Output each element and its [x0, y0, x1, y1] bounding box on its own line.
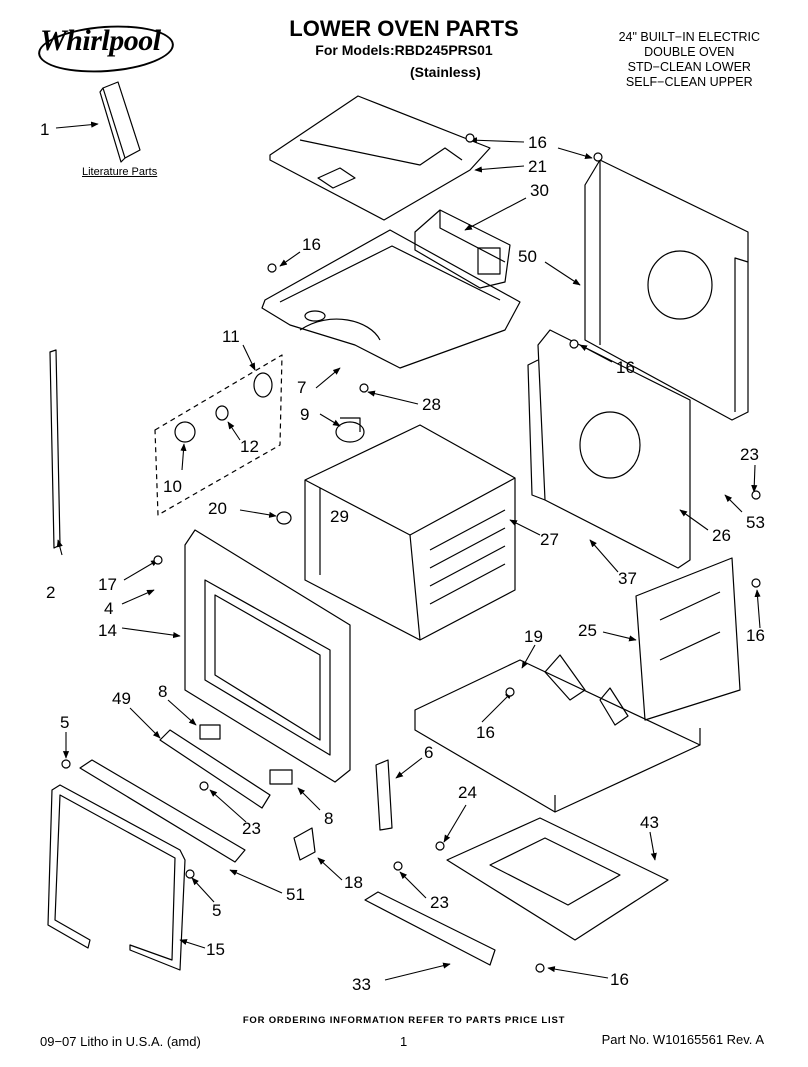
callout-numbers: 1 16 21 30 16 50 11 7 16 28 9 12 10 23 2… [40, 120, 765, 994]
callout-16: 16 [746, 626, 765, 645]
callout-12: 12 [240, 437, 259, 456]
callout-7: 7 [297, 378, 306, 397]
part-bottom-trim [79, 759, 246, 863]
page-title: LOWER OVEN PARTS [289, 16, 519, 41]
model-numbers: For Models:RBD245PRS01 [315, 42, 493, 58]
callout-17: 17 [98, 575, 117, 594]
callout-21: 21 [528, 157, 547, 176]
callout-50: 50 [518, 247, 537, 266]
callout-10: 10 [163, 477, 182, 496]
callout-19: 19 [524, 627, 543, 646]
callout-16: 16 [302, 235, 321, 254]
part-oven-cavity [304, 424, 516, 641]
part-clip [293, 827, 316, 861]
callout-23: 23 [740, 445, 759, 464]
description-line: STD−CLEAN LOWER [627, 60, 751, 74]
part-kick-plate [364, 891, 496, 966]
part-front-frame [184, 529, 351, 783]
callout-37: 37 [618, 569, 637, 588]
callout-16: 16 [616, 358, 635, 377]
callout-33: 33 [352, 975, 371, 994]
brand-logo: Whirlpool [40, 24, 161, 57]
callout-43: 43 [640, 813, 659, 832]
callout-5: 5 [212, 901, 221, 920]
callout-16: 16 [610, 970, 629, 989]
ordering-note: FOR ORDERING INFORMATION REFER TO PARTS … [242, 1015, 566, 1026]
callout-53: 53 [746, 513, 765, 532]
callout-8: 8 [158, 682, 167, 701]
part-number: Part No. W10165561 Rev. A [601, 1032, 764, 1047]
part-side-bracket [375, 759, 393, 831]
callout-30: 30 [530, 181, 549, 200]
part-door-gasket [47, 784, 186, 971]
part-element-fan [335, 417, 365, 443]
product-description: 24" BUILT−IN ELECTRIC DOUBLE OVEN STD−CL… [619, 30, 760, 90]
callout-leaders [55, 121, 761, 981]
part-oven-top-panel [261, 229, 521, 369]
callout-14: 14 [98, 621, 117, 640]
callout-26: 26 [712, 526, 731, 545]
part-plug [276, 511, 292, 525]
page-number: 1 [400, 1034, 408, 1049]
callout-27: 27 [540, 530, 559, 549]
callout-16: 16 [476, 723, 495, 742]
callout-2: 2 [46, 583, 55, 602]
description-line: 24" BUILT−IN ELECTRIC [618, 30, 760, 44]
callout-24: 24 [458, 783, 477, 802]
callout-49: 49 [112, 689, 131, 708]
litho-note: 09−07 Litho in U.S.A. (amd) [40, 1034, 201, 1049]
callout-4: 4 [104, 599, 113, 618]
callout-6: 6 [424, 743, 433, 762]
part-brackets [159, 724, 293, 809]
callout-16: 16 [528, 133, 547, 152]
callout-18: 18 [344, 873, 363, 892]
part-rear-side-panel [635, 557, 741, 721]
part-screws [61, 133, 761, 973]
part-oven-base [446, 817, 669, 941]
callout-5: 5 [60, 713, 69, 732]
description-line: DOUBLE OVEN [644, 45, 735, 59]
callout-8: 8 [324, 809, 333, 828]
callout-23: 23 [430, 893, 449, 912]
callout-15: 15 [206, 940, 225, 959]
part-top-cover [269, 95, 491, 221]
callout-29: 29 [330, 507, 349, 526]
callout-1: 1 [40, 120, 49, 139]
part-control-group [154, 354, 283, 516]
part-right-side-panel [584, 159, 749, 421]
model-variant: (Stainless) [410, 64, 481, 80]
callout-23: 23 [242, 819, 261, 838]
callout-20: 20 [208, 499, 227, 518]
part-back-panel [527, 329, 691, 569]
literature-parts-label: Literature Parts [82, 166, 158, 178]
callout-25: 25 [578, 621, 597, 640]
part-terminal-block [414, 209, 511, 289]
part-literature-booklet [99, 81, 141, 163]
part-trim-strip [49, 349, 61, 549]
callout-28: 28 [422, 395, 441, 414]
description-line: SELF−CLEAN UPPER [625, 75, 753, 89]
callout-11: 11 [222, 327, 240, 346]
part-bottom-tray [414, 654, 701, 813]
callout-51: 51 [286, 885, 305, 904]
callout-9: 9 [300, 405, 309, 424]
